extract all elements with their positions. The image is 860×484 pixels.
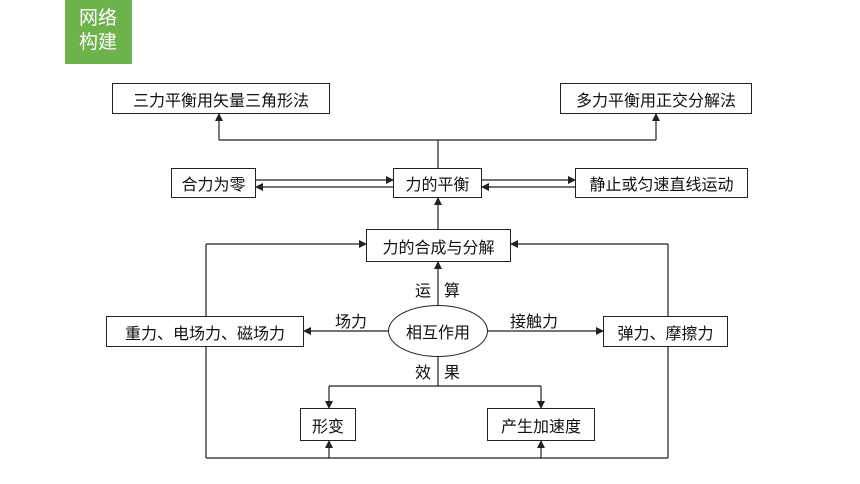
node-force-equilibrium-label: 力的平衡 <box>405 175 470 194</box>
node-force-equilibrium: 力的平衡 <box>393 168 482 198</box>
node-contact-forces: 弹力、摩擦力 <box>603 316 728 347</box>
label-effect-1: 效 <box>415 359 432 383</box>
node-rest-or-uniform-label: 静止或匀速直线运动 <box>589 175 734 194</box>
node-triangle-method-label: 三力平衡用矢量三角形法 <box>132 90 309 110</box>
node-net-force-zero: 合力为零 <box>171 168 256 198</box>
node-composition-label: 力的合成与分解 <box>382 237 495 257</box>
node-orthogonal-method-label: 多力平衡用正交分解法 <box>575 90 736 110</box>
node-composition: 力的合成与分解 <box>366 229 511 262</box>
badge-line-1: 网络 <box>79 7 118 29</box>
node-net-force-zero-label: 合力为零 <box>181 175 246 194</box>
node-rest-or-uniform: 静止或匀速直线运动 <box>575 168 748 198</box>
node-interaction-label: 相互作用 <box>405 323 470 342</box>
section-badge: 网络 构建 <box>65 0 132 64</box>
label-field-force: 场力 <box>335 312 368 331</box>
node-deformation: 形变 <box>300 408 356 441</box>
node-deformation-label: 形变 <box>311 416 344 436</box>
label-effect-2: 果 <box>444 359 461 383</box>
label-operation-2: 算 <box>444 277 461 301</box>
node-acceleration: 产生加速度 <box>487 408 595 441</box>
node-interaction: 相互作用 <box>388 305 488 357</box>
node-field-forces: 重力、电场力、磁场力 <box>106 316 304 347</box>
label-contact-force: 接触力 <box>510 312 559 331</box>
node-contact-forces-label: 弹力、摩擦力 <box>617 323 714 343</box>
label-operation-1: 运 <box>415 277 432 301</box>
node-orthogonal-method: 多力平衡用正交分解法 <box>560 83 752 114</box>
badge-line-2: 构建 <box>79 31 118 53</box>
node-acceleration-label: 产生加速度 <box>500 416 581 436</box>
node-triangle-method: 三力平衡用矢量三角形法 <box>112 83 330 114</box>
node-field-forces-label: 重力、电场力、磁场力 <box>124 323 285 343</box>
